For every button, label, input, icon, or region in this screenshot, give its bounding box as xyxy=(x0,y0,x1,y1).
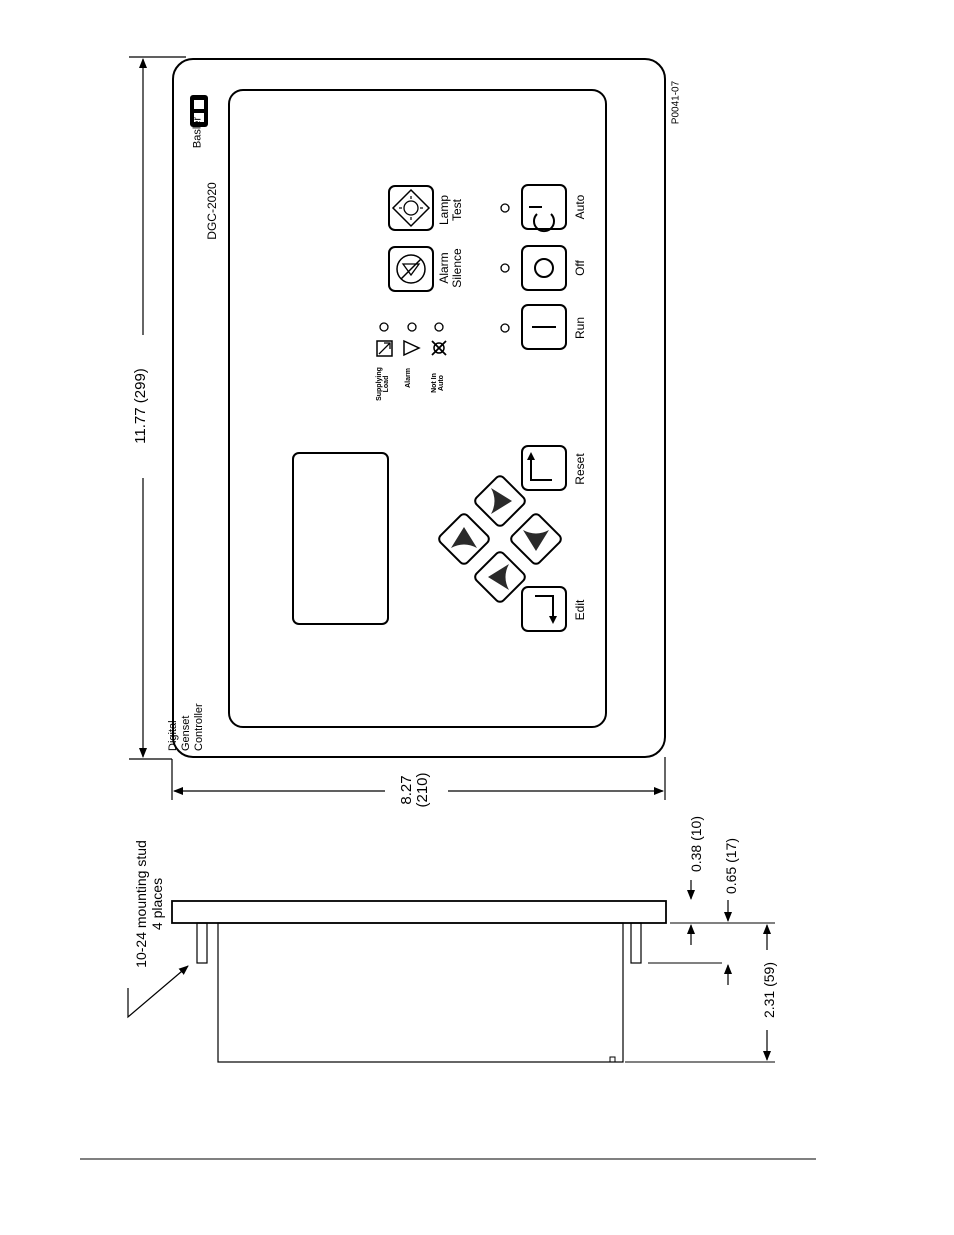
edit-label: Edit xyxy=(573,599,587,621)
side-view-flange xyxy=(171,900,667,924)
not-in-auto-label-line-2: Auto xyxy=(438,375,445,391)
supplying-load-label-line-1: Supplying xyxy=(376,367,383,401)
mounting-stud-right xyxy=(630,922,642,964)
run-led xyxy=(500,323,510,333)
alarm-silence-label-line-2: Silence xyxy=(450,248,464,288)
mounting-stud-callout-line-1: 10-24 mounting stud xyxy=(133,840,149,968)
alarm-silence-button[interactable] xyxy=(388,246,434,292)
not-in-auto-icon xyxy=(431,340,447,356)
auto-led xyxy=(500,203,510,213)
auto-label: Auto xyxy=(573,194,587,220)
device-name-line-3: Controller xyxy=(193,703,205,751)
side-view-body xyxy=(217,922,624,1063)
arrow-left-button[interactable] xyxy=(437,512,491,566)
device-name-line-2: Genset xyxy=(180,715,192,751)
front-panel-bezel xyxy=(172,58,666,758)
basler-logo xyxy=(190,95,208,127)
supplying-load-led xyxy=(379,322,389,332)
lamp-test-label: Lamp Test xyxy=(437,188,466,232)
supplying-load-label-line-2: Load xyxy=(383,375,390,393)
not-in-auto-led xyxy=(434,322,444,332)
front-panel-inner xyxy=(228,89,607,728)
model-name: DGC-2020 xyxy=(205,182,219,240)
flange-top-dimension-label: 0.38 (10) xyxy=(688,815,704,873)
alarm-led xyxy=(407,322,417,332)
reset-button[interactable] xyxy=(521,445,567,491)
edit-button[interactable] xyxy=(521,586,567,632)
arrow-up-button[interactable] xyxy=(473,474,527,528)
not-in-auto-label: Not In Auto xyxy=(431,365,445,401)
device-name: Digital Genset Controller xyxy=(167,671,209,751)
supplying-load-label: Supplying Load xyxy=(376,363,390,405)
arrow-down-button[interactable] xyxy=(473,550,527,604)
alarm-icon xyxy=(403,339,421,357)
lcd-display xyxy=(292,452,389,625)
side-view-latch xyxy=(609,1056,616,1063)
mounting-stud-callout-line-2: 4 places xyxy=(149,877,165,931)
alarm-silence-label: Alarm Silence xyxy=(437,243,466,293)
off-button[interactable] xyxy=(521,245,567,291)
arrow-right-button[interactable] xyxy=(509,512,563,566)
run-label: Run xyxy=(573,317,587,340)
brand-name: Basler xyxy=(191,116,204,149)
lamp-test-label-line-2: Test xyxy=(450,199,464,222)
supplying-load-icon xyxy=(376,340,393,357)
mounting-stud-left xyxy=(196,922,208,964)
off-led xyxy=(500,263,510,273)
width-dimension-label-line-2: (210) xyxy=(414,772,431,808)
auto-button[interactable] xyxy=(521,184,567,233)
lamp-test-button[interactable] xyxy=(388,185,434,231)
width-dimension-label-line-1: 8.27 xyxy=(398,775,415,805)
not-in-auto-label-line-1: Not In xyxy=(431,373,438,393)
mounting-stud-callout: 10-24 mounting stud 4 places xyxy=(133,832,167,976)
depth-dimension-label: 2.31 (59) xyxy=(761,961,777,1019)
alarm-indicator-label: Alarm xyxy=(405,368,412,388)
flange-total-dimension-label: 0.65 (17) xyxy=(723,837,739,895)
height-dimension-label: 11.77 (299) xyxy=(132,368,149,444)
width-dimension-label: 8.27 (210) xyxy=(398,745,435,835)
figure-id: P0041-07 xyxy=(670,80,682,125)
mounting-stud-leader xyxy=(127,965,189,1019)
device-name-line-1: Digital xyxy=(167,720,179,751)
run-button[interactable] xyxy=(521,304,567,350)
reset-label: Reset xyxy=(573,453,587,485)
off-label: Off xyxy=(573,260,587,276)
